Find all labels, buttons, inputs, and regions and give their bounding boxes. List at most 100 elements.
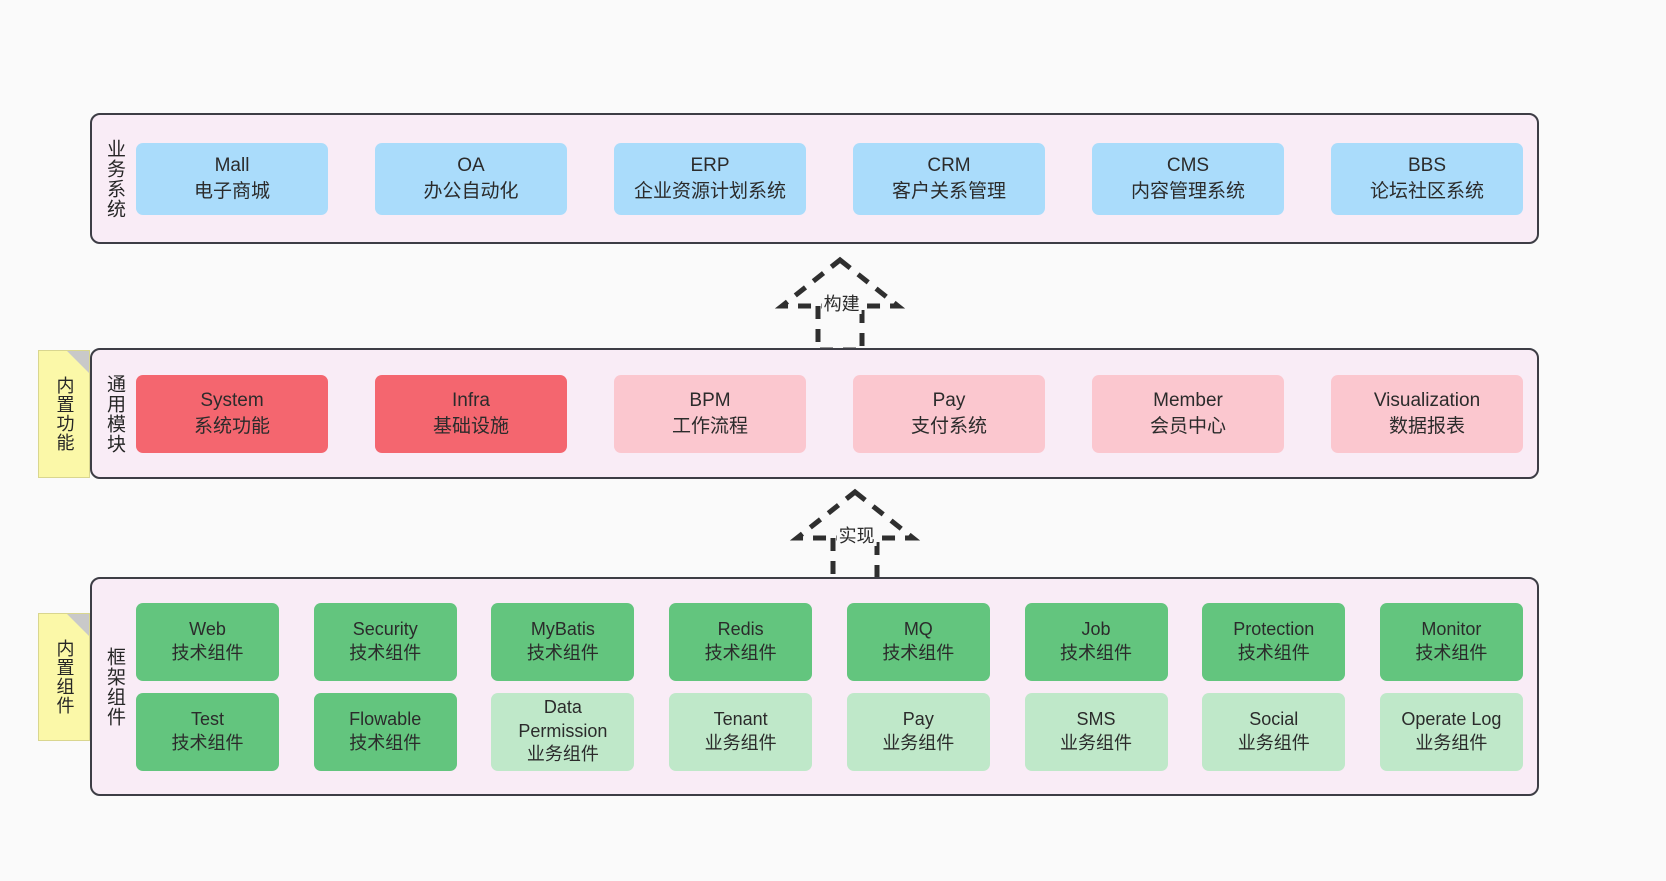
card-redis[interactable]: Redis 技术组件 [669,602,813,681]
card-flowable-subtitle: 技术组件 [349,732,422,753]
card-erp[interactable]: ERP 企业资源计划系统 [614,142,806,215]
card-mybatis-title: MyBatis [530,618,595,639]
card-monitor-title: Monitor [1421,618,1482,639]
card-mybatis[interactable]: MyBatis 技术组件 [491,602,635,681]
layer-business-system-title: 业务系统 [104,138,126,219]
framework-card-row-business: Test 技术组件 Flowable 技术组件 Data Permission … [136,692,1523,771]
card-pay-module-subtitle: 支付系统 [910,415,987,437]
card-mq-subtitle: 技术组件 [882,642,955,663]
card-job-subtitle: 技术组件 [1060,642,1133,663]
card-mq-title: MQ [903,618,933,639]
card-erp-title: ERP [690,155,730,177]
layer-business-system-body: Mall 电子商城 OA 办公自动化 ERP 企业资源计划系统 CRM 客户关系… [136,115,1537,242]
connector-realize: 实现 [775,488,935,585]
connector-build: 构建 [760,256,920,353]
card-job[interactable]: Job 技术组件 [1024,602,1168,681]
card-cms[interactable]: CMS 内容管理系统 [1092,142,1284,215]
card-sms-subtitle: 业务组件 [1060,732,1133,753]
card-security-subtitle: 技术组件 [349,642,422,663]
card-protection[interactable]: Protection 技术组件 [1202,602,1346,681]
card-flowable-title: Flowable [349,708,422,729]
card-system[interactable]: System 系统功能 [136,374,328,453]
card-data-permission-title: Data Permission [518,696,608,741]
card-pay-component[interactable]: Pay 业务组件 [846,692,990,771]
card-visualization[interactable]: Visualization 数据报表 [1331,374,1523,453]
sticky-note-builtin-features-label: 内置功能 [54,376,75,452]
card-bpm[interactable]: BPM 工作流程 [614,374,806,453]
card-operate-log-subtitle: 业务组件 [1415,732,1488,753]
card-member[interactable]: Member 会员中心 [1092,374,1284,453]
card-tenant-subtitle: 业务组件 [704,732,777,753]
card-web-title: Web [189,618,226,639]
common-card-row: System 系统功能 Infra 基础设施 BPM 工作流程 Pay 支付系统… [136,374,1523,453]
card-test[interactable]: Test 技术组件 [136,692,279,771]
card-bpm-title: BPM [689,390,731,412]
card-mall[interactable]: Mall 电子商城 [136,142,328,215]
business-card-row: Mall 电子商城 OA 办公自动化 ERP 企业资源计划系统 CRM 客户关系… [136,142,1523,215]
card-monitor[interactable]: Monitor 技术组件 [1379,602,1523,681]
card-security[interactable]: Security 技术组件 [313,602,457,681]
card-social-subtitle: 业务组件 [1237,732,1310,753]
card-sms[interactable]: SMS 业务组件 [1024,692,1168,771]
card-mall-subtitle: 电子商城 [193,180,270,202]
card-web[interactable]: Web 技术组件 [136,602,279,681]
card-protection-subtitle: 技术组件 [1237,642,1310,663]
card-visualization-title: Visualization [1373,390,1481,412]
card-social-title: Social [1249,708,1299,729]
layer-common-module: 通用模块 System 系统功能 Infra 基础设施 BPM 工作流程 Pay [90,348,1539,479]
card-infra-title: Infra [451,390,491,412]
card-infra-subtitle: 基础设施 [432,415,509,437]
layer-business-system: 业务系统 Mall 电子商城 OA 办公自动化 ERP 企业资源计划系统 CRM [90,113,1539,244]
card-redis-subtitle: 技术组件 [704,642,777,663]
card-pay-module[interactable]: Pay 支付系统 [853,374,1045,453]
card-system-title: System [200,390,264,412]
card-oa-title: OA [457,155,485,177]
card-job-title: Job [1081,618,1111,639]
card-flowable[interactable]: Flowable 技术组件 [313,692,457,771]
sticky-fold-corner-icon [67,614,89,636]
card-bbs-title: BBS [1407,155,1447,177]
card-erp-subtitle: 企业资源计划系统 [633,180,786,202]
card-social[interactable]: Social 业务组件 [1202,692,1346,771]
card-pay-module-title: Pay [932,390,966,412]
card-bbs[interactable]: BBS 论坛社区系统 [1331,142,1523,215]
card-tenant[interactable]: Tenant 业务组件 [669,692,813,771]
card-test-title: Test [190,708,224,729]
card-bpm-subtitle: 工作流程 [671,415,748,437]
connector-build-label: 构建 [821,294,862,314]
layer-common-module-title: 通用模块 [104,373,126,454]
sticky-note-builtin-features: 内置功能 [38,350,90,478]
connector-realize-label: 实现 [836,526,877,546]
card-monitor-subtitle: 技术组件 [1415,642,1488,663]
card-system-subtitle: 系统功能 [193,415,270,437]
card-tenant-title: Tenant [713,708,768,729]
framework-card-row-technical: Web 技术组件 Security 技术组件 MyBatis 技术组件 Redi… [136,602,1523,681]
card-infra[interactable]: Infra 基础设施 [375,374,567,453]
card-security-title: Security [352,618,418,639]
card-crm-subtitle: 客户关系管理 [891,180,1006,202]
sticky-note-builtin-components-label: 内置组件 [54,639,75,715]
card-cms-title: CMS [1166,155,1210,177]
card-member-subtitle: 会员中心 [1149,415,1226,437]
card-data-permission[interactable]: Data Permission 业务组件 [491,692,635,771]
card-sms-title: SMS [1076,708,1116,729]
card-web-subtitle: 技术组件 [171,642,244,663]
card-test-subtitle: 技术组件 [171,732,244,753]
card-oa[interactable]: OA 办公自动化 [375,142,567,215]
layer-framework-component-body: Web 技术组件 Security 技术组件 MyBatis 技术组件 Redi… [136,579,1537,794]
card-operate-log[interactable]: Operate Log 业务组件 [1379,692,1523,771]
card-member-title: Member [1153,390,1223,412]
card-mall-title: Mall [214,155,250,177]
card-protection-title: Protection [1233,618,1315,639]
card-bbs-subtitle: 论坛社区系统 [1369,180,1484,202]
layer-framework-component: 框架组件 Web 技术组件 Security 技术组件 MyBatis 技术组件… [90,577,1539,796]
card-mq[interactable]: MQ 技术组件 [846,602,990,681]
card-pay-component-title: Pay [902,708,934,729]
card-operate-log-title: Operate Log [1401,708,1502,729]
card-data-permission-subtitle: 业务组件 [526,744,599,765]
card-crm-title: CRM [927,155,971,177]
card-mybatis-subtitle: 技术组件 [526,642,599,663]
card-crm[interactable]: CRM 客户关系管理 [853,142,1045,215]
sticky-note-builtin-components: 内置组件 [38,613,90,741]
